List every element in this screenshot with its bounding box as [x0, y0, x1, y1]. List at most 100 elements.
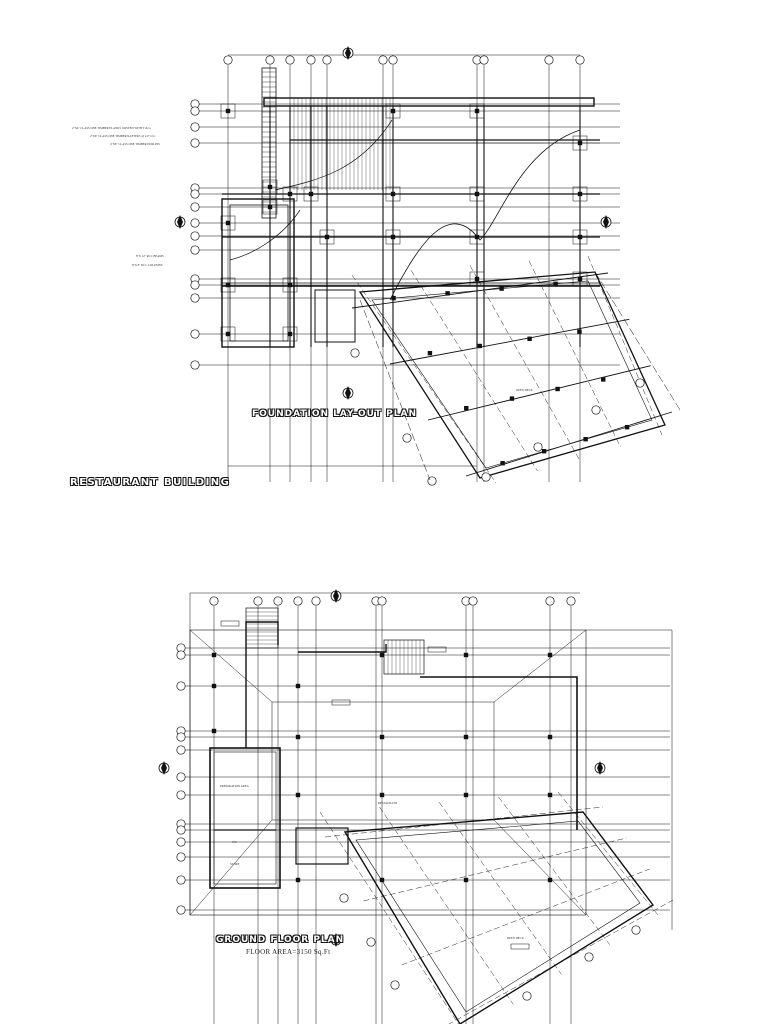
kitchen-wall	[209, 747, 281, 889]
column-mark	[477, 343, 482, 349]
callout-columns: 8"X 8" RCC COLUMNS	[132, 263, 163, 267]
deck-beam	[427, 365, 651, 421]
grid-bubble	[402, 433, 412, 443]
footing-pad	[572, 186, 588, 202]
break-curve	[389, 129, 581, 301]
kitchen-wall-inner	[213, 751, 277, 885]
grid-bubble	[190, 245, 200, 255]
grid-bubble	[522, 991, 532, 1001]
deck-beam	[465, 411, 673, 477]
grid-bubble	[533, 442, 543, 452]
section-arrow-icon	[333, 589, 339, 603]
footing-pad	[220, 215, 236, 231]
store-label: STORE	[230, 862, 240, 866]
footing-pad	[572, 229, 588, 245]
room-tag	[220, 620, 240, 627]
roof-hip-line	[189, 819, 273, 916]
stair	[261, 67, 277, 219]
section-arrow-icon	[345, 386, 351, 400]
break-curve	[274, 119, 393, 191]
room-tag	[510, 943, 530, 950]
kitchen-inner	[229, 204, 289, 342]
grid-bubble	[176, 875, 186, 885]
room-tag	[331, 699, 351, 706]
foundation-open-deck-label: OPEN DECK	[516, 388, 533, 392]
column-mark	[391, 295, 396, 301]
roof-beam	[263, 97, 595, 107]
grid-bubble	[176, 825, 186, 835]
column-mark	[211, 652, 217, 658]
column-mark	[527, 336, 532, 341]
open-deck-outline	[358, 271, 666, 479]
column-mark	[541, 449, 547, 454]
grid-bubble	[544, 55, 554, 65]
deck-beam	[389, 318, 630, 365]
open-deck-inner	[355, 820, 641, 1013]
grid-bubble	[190, 360, 200, 370]
column-mark	[577, 276, 583, 282]
column-mark	[287, 282, 293, 288]
grid-bubble	[176, 852, 186, 862]
column-mark	[547, 652, 553, 658]
grid-bubble	[190, 189, 200, 199]
grid-bubble	[190, 218, 200, 228]
grid-bubble	[591, 405, 601, 415]
footing-pad	[385, 186, 401, 202]
column-mark	[390, 234, 396, 240]
column-mark	[390, 108, 396, 114]
footing-pad	[385, 103, 401, 119]
column-mark	[577, 329, 582, 334]
grid-bubble	[190, 293, 200, 303]
roof-hip-line	[189, 629, 273, 703]
wc-label: WC	[232, 840, 237, 844]
callout-rafters: 2"X6" CLASS ONE TIMBER RAFTERS @ 2.0" O.…	[90, 134, 156, 138]
ground-floor-plan	[158, 589, 674, 1024]
footing-pad	[220, 277, 236, 293]
grid-bubble	[293, 596, 303, 606]
grid-bubble	[273, 596, 283, 606]
column-mark	[225, 331, 231, 337]
column-mark	[463, 734, 469, 740]
deck-grid-line	[438, 801, 562, 975]
dimension-line	[359, 299, 431, 481]
column-mark	[211, 683, 217, 689]
deck-grid-line	[324, 806, 604, 838]
column-mark	[547, 734, 553, 740]
ground-open-deck-label: OPEN DECK	[507, 936, 524, 940]
grid-bubble	[176, 790, 186, 800]
column-mark	[225, 108, 231, 114]
section-arrow-icon	[333, 933, 339, 947]
grid-bubble	[176, 650, 186, 660]
grid-bubble	[350, 348, 360, 358]
grid-bubble	[265, 55, 275, 65]
building-title: RESTAURANT BUILDING	[70, 477, 231, 488]
wall	[298, 644, 387, 653]
column-mark	[225, 282, 231, 288]
footing-pad	[385, 229, 401, 245]
column-mark	[463, 652, 469, 658]
column-mark	[474, 276, 480, 282]
column-mark	[474, 108, 480, 114]
column-mark	[499, 286, 504, 291]
column-mark	[624, 425, 630, 430]
footing-pad	[319, 229, 335, 245]
column-mark	[324, 234, 330, 240]
grid-bubble	[176, 905, 186, 915]
column-mark	[308, 191, 314, 197]
section-arrow-icon	[161, 761, 167, 775]
column-mark	[287, 191, 293, 197]
grid-bubble	[631, 925, 641, 935]
grid-bubble	[479, 55, 489, 65]
deck-grid-line	[448, 899, 674, 1024]
grid-bubble	[322, 55, 332, 65]
column-mark	[267, 204, 273, 210]
column-mark	[500, 461, 505, 466]
column-mark	[211, 728, 217, 734]
grid-bubble	[468, 596, 478, 606]
callout-planks: 2"X4" CLASS ONE TIMBER PLANKS JOISTED WI…	[72, 126, 151, 130]
column-mark	[577, 234, 583, 240]
grid-bubble	[190, 138, 200, 148]
deck-grid-line	[410, 270, 538, 472]
grid-bubble	[584, 952, 594, 962]
